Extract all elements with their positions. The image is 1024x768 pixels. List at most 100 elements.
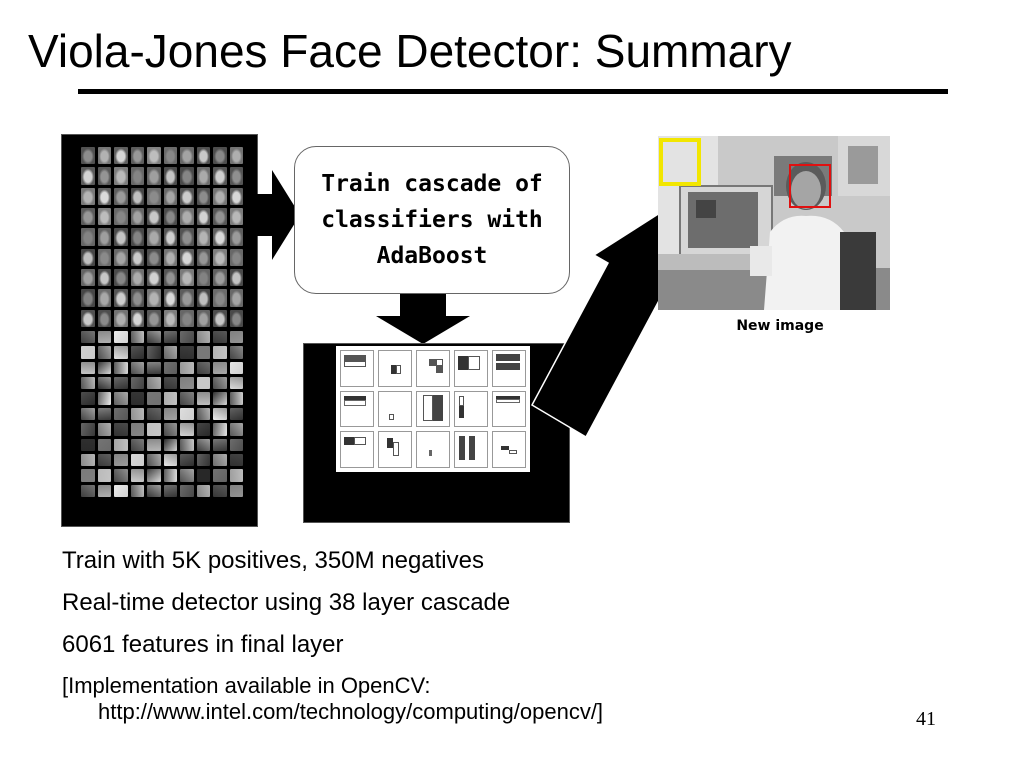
face-thumbnail: [114, 167, 128, 185]
summary-bullets: Train with 5K positives, 350M negatives …: [62, 540, 603, 725]
non-face-thumbnail: [130, 423, 144, 436]
non-face-thumbnail: [229, 453, 243, 467]
non-face-thumbnail: [114, 361, 128, 375]
new-image-photo: [658, 136, 890, 310]
face-thumbnail: [213, 167, 227, 185]
non-face-thumbnail: [97, 377, 111, 390]
face-detection-box: [789, 164, 831, 208]
test-photo-illustration: [658, 136, 890, 310]
non-face-thumbnail: [163, 346, 177, 359]
non-face-thumbnail: [213, 438, 227, 451]
non-face-thumbnail: [97, 331, 111, 344]
bullet-realtime-detector: Real-time detector using 38 layer cascad…: [62, 589, 511, 616]
face-thumbnail: [180, 228, 194, 246]
face-thumbnail: [213, 269, 227, 287]
haar-feature: [454, 350, 488, 387]
non-face-thumbnail: [130, 361, 144, 375]
non-face-thumbnail: [81, 346, 95, 359]
face-thumbnail: [130, 228, 144, 246]
face-thumbnail: [147, 167, 161, 185]
face-thumbnail: [97, 167, 111, 185]
haar-feature: [492, 350, 526, 387]
non-face-thumbnail: [147, 392, 161, 405]
non-face-thumbnail: [229, 423, 243, 436]
face-thumbnail: [180, 269, 194, 287]
non-face-thumbnail: [196, 392, 210, 405]
face-thumbnail: [229, 208, 243, 226]
face-thumbnail: [196, 167, 210, 185]
training-box-line-2: classifiers with: [321, 207, 543, 233]
face-thumbnail: [229, 187, 243, 205]
face-thumbnail: [130, 167, 144, 185]
haar-feature: [454, 431, 488, 468]
non-face-thumbnail: [97, 453, 111, 467]
face-thumbnail: [163, 167, 177, 185]
non-face-thumbnail: [213, 469, 227, 482]
non-face-thumbnail: [213, 361, 227, 375]
non-face-thumbnail: [229, 361, 243, 375]
non-face-thumbnail: [81, 392, 95, 405]
non-face-thumbnail: [81, 331, 95, 344]
new-image-caption: New image: [736, 318, 824, 334]
non-face-thumbnail: [163, 361, 177, 375]
non-face-thumbnail: [147, 453, 161, 467]
face-thumbnail: [213, 208, 227, 226]
haar-feature: [340, 390, 374, 428]
haar-feature: [340, 431, 374, 468]
non-face-thumbnail: [114, 438, 128, 451]
non-face-thumbnail: [97, 438, 111, 451]
non-face-thumbnail: [163, 392, 177, 405]
non-face-thumbnail: [180, 469, 194, 482]
face-thumbnail: [97, 248, 111, 266]
face-thumbnail: [130, 309, 144, 327]
non-face-thumbnail: [196, 377, 210, 390]
non-face-thumbnail: [163, 377, 177, 390]
non-face-thumbnail: [147, 407, 161, 421]
non-face-thumbnail: [229, 438, 243, 451]
non-face-thumbnail: [130, 469, 144, 482]
face-thumbnail: [163, 309, 177, 327]
face-thumbnail: [114, 269, 128, 287]
non-face-thumbnail: [163, 453, 177, 467]
non-face-thumbnail: [114, 331, 128, 344]
non-face-thumbnail: [81, 361, 95, 375]
non-face-thumbnail: [97, 423, 111, 436]
haar-feature: [340, 350, 374, 387]
face-thumbnail: [97, 187, 111, 205]
face-thumbnail: [196, 147, 210, 165]
non-face-thumbnail: [130, 377, 144, 390]
non-face-thumbnail: [81, 484, 95, 497]
bullet-training-data: Train with 5K positives, 350M negatives: [62, 547, 484, 574]
face-thumbnail: [163, 147, 177, 165]
non-face-thumbnail: [229, 331, 243, 344]
face-thumbnail: [114, 289, 128, 307]
haar-feature: [454, 390, 488, 428]
non-face-thumbnail: [180, 438, 194, 451]
non-face-thumbnail: [114, 469, 128, 482]
face-thumbnail: [81, 309, 95, 327]
face-thumbnail: [213, 309, 227, 327]
face-thumbnail: [81, 167, 95, 185]
face-thumbnail: [196, 208, 210, 226]
face-thumbnail: [81, 147, 95, 165]
face-thumbnail: [147, 289, 161, 307]
non-face-thumbnail: [147, 423, 161, 436]
non-face-thumbnail: [163, 407, 177, 421]
face-thumbnail: [147, 208, 161, 226]
face-thumbnail: [97, 147, 111, 165]
face-thumbnail: [196, 269, 210, 287]
face-thumbnail: [81, 228, 95, 246]
face-thumbnail: [81, 269, 95, 287]
non-face-thumbnail: [229, 392, 243, 405]
face-thumbnail: [147, 309, 161, 327]
non-face-thumbnail: [97, 484, 111, 497]
classifier-features-panel: [303, 343, 570, 523]
face-thumbnail: [213, 248, 227, 266]
non-face-thumbnail: [229, 407, 243, 421]
non-face-thumbnail: [213, 392, 227, 405]
non-face-thumbnail: [97, 361, 111, 375]
face-thumbnail: [81, 208, 95, 226]
opencv-link[interactable]: http://www.intel.com/technology/computin…: [98, 699, 604, 724]
haar-feature: [492, 390, 526, 428]
non-face-thumbnail: [180, 407, 194, 421]
